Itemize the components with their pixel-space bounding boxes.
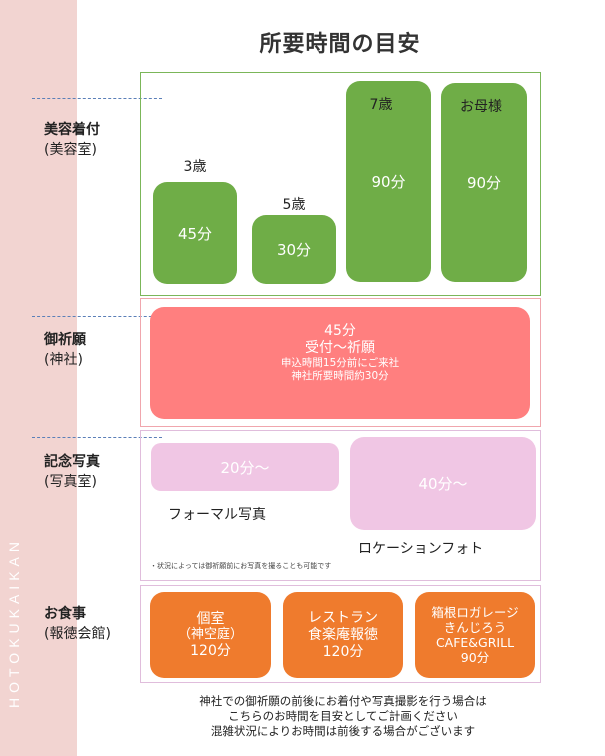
beauty-box-7: 90分 [346, 81, 431, 282]
beauty-age-3: 3歳 [183, 159, 207, 175]
beauty-age-5: 5歳 [282, 197, 306, 213]
footer-line2: こちらのお時間を目安としてご計画ください [228, 709, 458, 723]
photo-caption-location: ロケーションフォト [358, 541, 484, 557]
prayer-box: 45分 受付～祈願 申込時間15分前にご来社 神社所要時間約30分 [150, 307, 530, 419]
meal-box-cafe: 箱根ロガレージ きんじろう CAFE&GRILL 90分 [415, 592, 535, 678]
prayer-time: 45分 [324, 323, 356, 339]
photo-box-location: 40分～ [350, 437, 536, 530]
beauty-time-5: 30分 [276, 241, 312, 259]
prayer-line1: 受付～祈願 [305, 340, 375, 356]
beauty-frame [140, 72, 541, 296]
footer-line1: 神社での御祈願の前後にお着付や写真撮影を行う場合は [199, 694, 487, 708]
beauty-age-7: 7歳 [369, 97, 393, 113]
section-label-prayer: 御祈願 (神社) [44, 330, 86, 370]
footer-line3: 混雑状況によりお時間は前後する場合がございます [210, 724, 476, 738]
meal-cafe-line1: 箱根ロガレージ [431, 605, 519, 620]
prayer-line3: 神社所要時間約30分 [291, 370, 389, 382]
beauty-box-3: 45分 [153, 182, 237, 284]
photo-box-formal: 20分～ [151, 443, 339, 491]
beauty-time-mother: 90分 [466, 174, 502, 192]
section-title-photo: 記念写真 [44, 454, 100, 470]
section-subtitle-photo: (写真室) [44, 474, 97, 490]
section-subtitle-meal: (報徳会館) [44, 626, 111, 642]
meal-cafe-line3: CAFE&GRILL [435, 635, 515, 650]
section-title-beauty: 美容着付 [44, 122, 100, 138]
photo-frame [140, 430, 541, 581]
side-vertical-text: HOTOKUKAIKAN [6, 537, 22, 709]
meal-private-line3: 120分 [190, 642, 231, 659]
divider-photo [32, 437, 162, 438]
beauty-time-7: 90分 [371, 173, 406, 191]
meal-private-line1: 個室 [196, 610, 225, 627]
section-subtitle-prayer: (神社) [44, 352, 83, 368]
meal-private-line2: （神空庭） [177, 626, 243, 642]
photo-time-location: 40分～ [418, 475, 468, 493]
meal-frame [140, 585, 541, 683]
meal-restaurant-line2: 食楽庵報徳 [308, 626, 378, 643]
meal-box-restaurant: レストラン 食楽庵報徳 120分 [283, 592, 403, 678]
photo-time-formal: 20分～ [220, 458, 270, 477]
section-title-prayer: 御祈願 [44, 332, 86, 348]
section-label-photo: 記念写真 (写真室) [44, 452, 100, 492]
footer-note: 神社での御祈願の前後にお着付や写真撮影を行う場合は こちらのお時間を目安としてご… [145, 694, 541, 739]
meal-cafe-line4: 90分 [460, 650, 490, 665]
prayer-line2: 申込時間15分前にご来社 [280, 357, 400, 369]
divider-beauty [32, 98, 162, 99]
meal-box-private: 個室 （神空庭） 120分 [150, 592, 271, 678]
section-title-meal: お食事 [44, 606, 86, 622]
divider-prayer [32, 316, 162, 317]
beauty-age-mother: お母様 [460, 99, 502, 115]
meal-cafe-line2: きんじろう [443, 620, 507, 635]
section-subtitle-beauty: (美容室) [44, 142, 97, 158]
beauty-box-5: 30分 [252, 215, 336, 284]
section-label-beauty: 美容着付 (美容室) [44, 120, 100, 160]
page-title: 所要時間の目安 [259, 32, 421, 57]
beauty-box-mother: 90分 [441, 83, 527, 282]
photo-caption-formal: フォーマル写真 [168, 507, 266, 523]
side-band [0, 0, 77, 756]
meal-restaurant-line1: レストラン [308, 609, 378, 626]
prayer-frame [140, 298, 541, 427]
meal-restaurant-line3: 120分 [322, 643, 364, 660]
photo-note: ・状況によっては御祈願前にお写真を撮ることも可能です [150, 562, 332, 570]
section-label-meal: お食事 (報徳会館) [44, 604, 111, 644]
beauty-time-3: 45分 [177, 224, 213, 243]
